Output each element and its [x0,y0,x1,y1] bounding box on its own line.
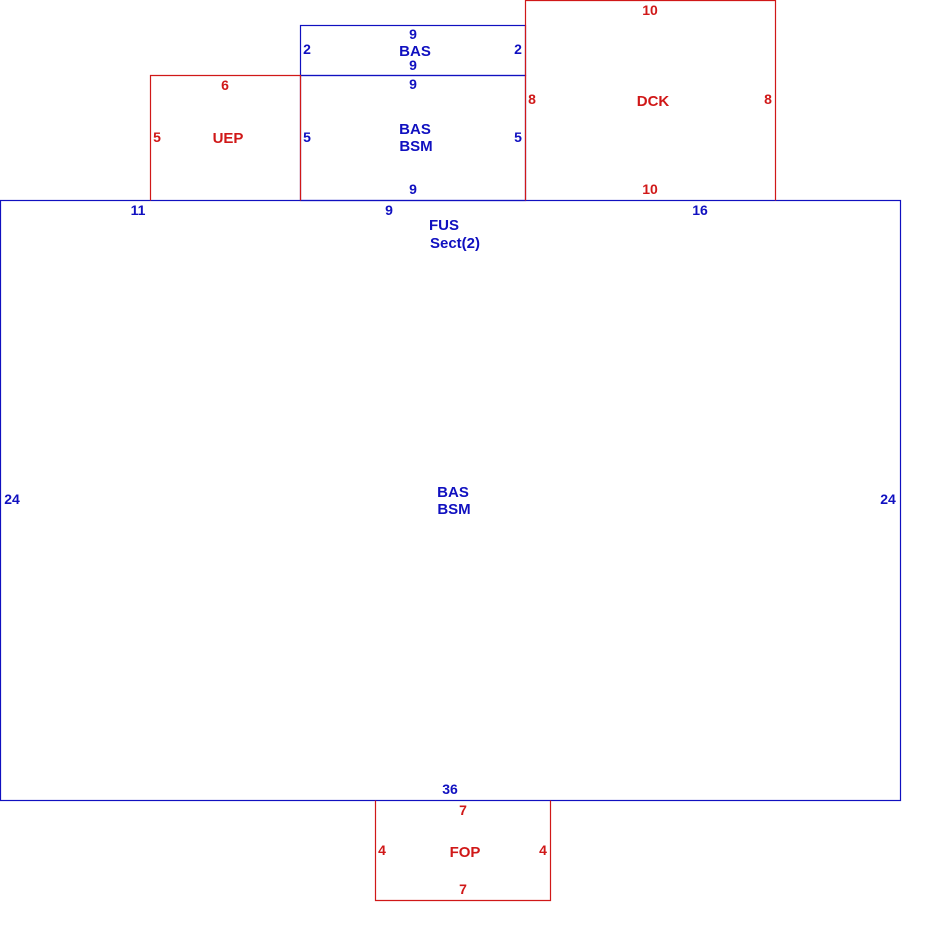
dck-bottom-dim: 10 [642,181,658,197]
fop-top-dim: 7 [459,802,467,818]
main-code1: BAS [437,484,469,501]
bas-bsm-mid-code1: BAS [399,121,431,138]
fop-right-dim: 4 [539,842,547,858]
fop-left-dim: 4 [378,842,386,858]
main-top-mid-dim: 9 [385,202,393,218]
dck-top-dim: 10 [642,2,658,18]
uep-outline [149,74,302,201]
uep-left-dim: 5 [153,129,161,145]
dck-right-dim: 8 [764,91,772,107]
bas-small-top-dim: 9 [409,26,417,42]
bas-bsm-mid-code2: BSM [399,138,432,155]
dck-outline [524,0,777,201]
bas-small-bottom-dim: 9 [409,57,417,73]
dck-code: DCK [637,93,670,110]
fop-code: FOP [450,844,481,861]
bas-bsm-mid-right-dim: 5 [514,129,522,145]
bas-small-right-dim: 2 [514,41,522,57]
fop-outline [374,800,552,902]
bas-small-left-dim: 2 [303,41,311,57]
bas-bsm-mid-left-dim: 5 [303,129,311,145]
fop-bottom-dim: 7 [459,881,467,897]
main-code2: BSM [437,501,470,518]
main-fus-label: FUS [429,217,459,234]
main-right-dim: 24 [880,491,896,507]
bas-bsm-mid-top-dim: 9 [409,76,417,92]
bas-bsm-mid-bottom-dim: 9 [409,181,417,197]
dck-left-dim: 8 [528,91,536,107]
uep-code: UEP [213,130,244,147]
main-bottom-dim: 36 [442,781,458,797]
main-top-right-dim: 16 [692,202,708,218]
uep-top-dim: 6 [221,77,229,93]
main-top-left-dim: 11 [131,202,146,218]
main-left-dim: 24 [4,491,20,507]
main-fus-sect-label: Sect(2) [430,235,480,252]
bas-small-code: BAS [399,43,431,60]
